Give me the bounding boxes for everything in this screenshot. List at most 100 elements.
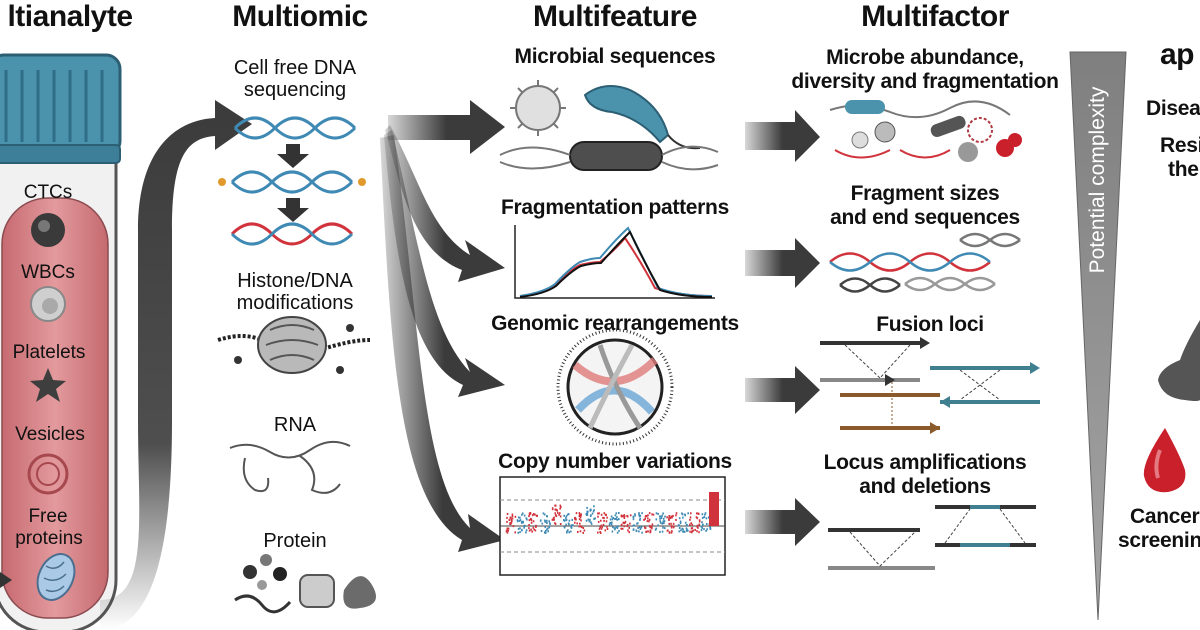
cnv-point bbox=[649, 530, 652, 533]
cnv-point bbox=[542, 512, 545, 515]
cnv-point bbox=[554, 512, 556, 515]
cnv-point bbox=[591, 512, 594, 515]
tube-label-wbcs: WBCs bbox=[21, 262, 75, 283]
cnv-point bbox=[505, 530, 508, 533]
cnv-point bbox=[580, 513, 582, 516]
cnv-point bbox=[517, 516, 520, 519]
cnv-point bbox=[526, 518, 528, 521]
cnv-point bbox=[516, 519, 519, 522]
cnv-point bbox=[632, 518, 635, 521]
cnv-point bbox=[662, 512, 664, 515]
cnv-point bbox=[574, 521, 576, 524]
cnv-point bbox=[590, 522, 593, 525]
cnv-point bbox=[589, 508, 592, 511]
cnv-point bbox=[678, 517, 681, 520]
cnv-point bbox=[647, 517, 649, 520]
cnv-point bbox=[639, 517, 641, 520]
cnv-point bbox=[547, 527, 549, 530]
cnv-point bbox=[600, 513, 603, 516]
cnv-point bbox=[559, 504, 562, 507]
cnv-point bbox=[554, 522, 557, 525]
cnv-point bbox=[615, 512, 618, 515]
cnv-point bbox=[610, 515, 613, 518]
cnv-point bbox=[690, 522, 693, 525]
cnv-point bbox=[509, 523, 511, 525]
cnv-point bbox=[525, 531, 527, 534]
cnv-point bbox=[530, 519, 533, 522]
cnv-point bbox=[518, 519, 521, 522]
cnv-point bbox=[558, 513, 560, 516]
cnv-point bbox=[511, 513, 514, 516]
cnv-point bbox=[632, 528, 635, 531]
cnv-point bbox=[662, 520, 665, 523]
cnv-point bbox=[524, 524, 526, 527]
cnv-point bbox=[601, 526, 603, 528]
label-locus-line1: Locus amplifications bbox=[823, 451, 1027, 474]
cnv-point bbox=[609, 518, 612, 521]
cnv-point bbox=[514, 531, 516, 534]
cnv-point bbox=[610, 523, 613, 526]
cnv-point bbox=[701, 513, 704, 516]
cnv-point bbox=[582, 527, 585, 529]
cnv-point bbox=[671, 515, 673, 518]
down-arrow-icon bbox=[277, 144, 309, 168]
cnv-point bbox=[532, 526, 535, 529]
cnv-point bbox=[701, 521, 703, 524]
cnv-point bbox=[525, 517, 528, 520]
cnv-point bbox=[632, 524, 635, 527]
app-resistance: Resi the bbox=[1160, 134, 1200, 181]
cnv-point bbox=[618, 529, 620, 532]
cnv-point bbox=[589, 509, 592, 512]
cnv-point bbox=[603, 517, 605, 519]
app-cancer-line1: Cancer bbox=[1130, 505, 1200, 528]
cnv-point bbox=[690, 512, 692, 515]
header-applications: ap bbox=[1160, 38, 1195, 71]
cnv-point bbox=[629, 522, 631, 525]
header-multianalyte: ltianalyte bbox=[7, 0, 133, 33]
fan-arrows bbox=[380, 100, 505, 552]
cnv-point bbox=[689, 516, 692, 519]
cnv-point bbox=[638, 515, 641, 518]
cnv-point bbox=[582, 531, 584, 534]
cnv-point bbox=[623, 514, 625, 517]
cnv-point bbox=[639, 528, 642, 530]
cnv-point bbox=[659, 517, 661, 520]
cnv-point bbox=[546, 515, 548, 518]
cnv-point bbox=[554, 504, 557, 507]
cnv-point bbox=[563, 519, 565, 521]
cnv-point bbox=[632, 515, 635, 518]
cnv-point bbox=[531, 530, 533, 533]
cnv-point bbox=[544, 530, 547, 533]
cnv-point bbox=[620, 524, 623, 527]
cnv-point bbox=[608, 523, 611, 526]
cnv-point bbox=[698, 520, 701, 523]
cnv-point bbox=[511, 520, 513, 522]
cnv-point bbox=[647, 530, 649, 533]
cnv-point bbox=[666, 516, 668, 519]
cnv-point bbox=[544, 531, 546, 534]
tube-label-platelets: Platelets bbox=[12, 342, 86, 363]
cnv-point bbox=[611, 521, 613, 524]
cnv-point bbox=[606, 528, 609, 530]
cnv-point bbox=[592, 510, 595, 513]
cnv-point bbox=[521, 513, 523, 516]
cnv-point bbox=[679, 522, 682, 525]
cnv-point bbox=[614, 528, 616, 531]
cnv-point bbox=[567, 513, 570, 516]
cnv-point bbox=[583, 529, 586, 532]
cnv-point bbox=[700, 525, 703, 528]
cnv-point bbox=[691, 523, 694, 526]
label-microbe-abundance: Microbe abundance, diversity and fragmen… bbox=[770, 46, 1080, 93]
cnv-point bbox=[544, 526, 547, 529]
cnv-point bbox=[578, 513, 581, 516]
tube-label-ctcs: CTCs bbox=[23, 182, 73, 203]
cnv-point bbox=[672, 522, 675, 525]
cnv-point bbox=[528, 524, 530, 526]
cnv-point bbox=[554, 508, 557, 511]
cnv-point bbox=[600, 524, 603, 527]
cnv-point bbox=[697, 512, 700, 515]
cnv-point bbox=[662, 521, 664, 524]
cnv-point bbox=[623, 525, 626, 528]
cnv-point bbox=[567, 529, 569, 532]
